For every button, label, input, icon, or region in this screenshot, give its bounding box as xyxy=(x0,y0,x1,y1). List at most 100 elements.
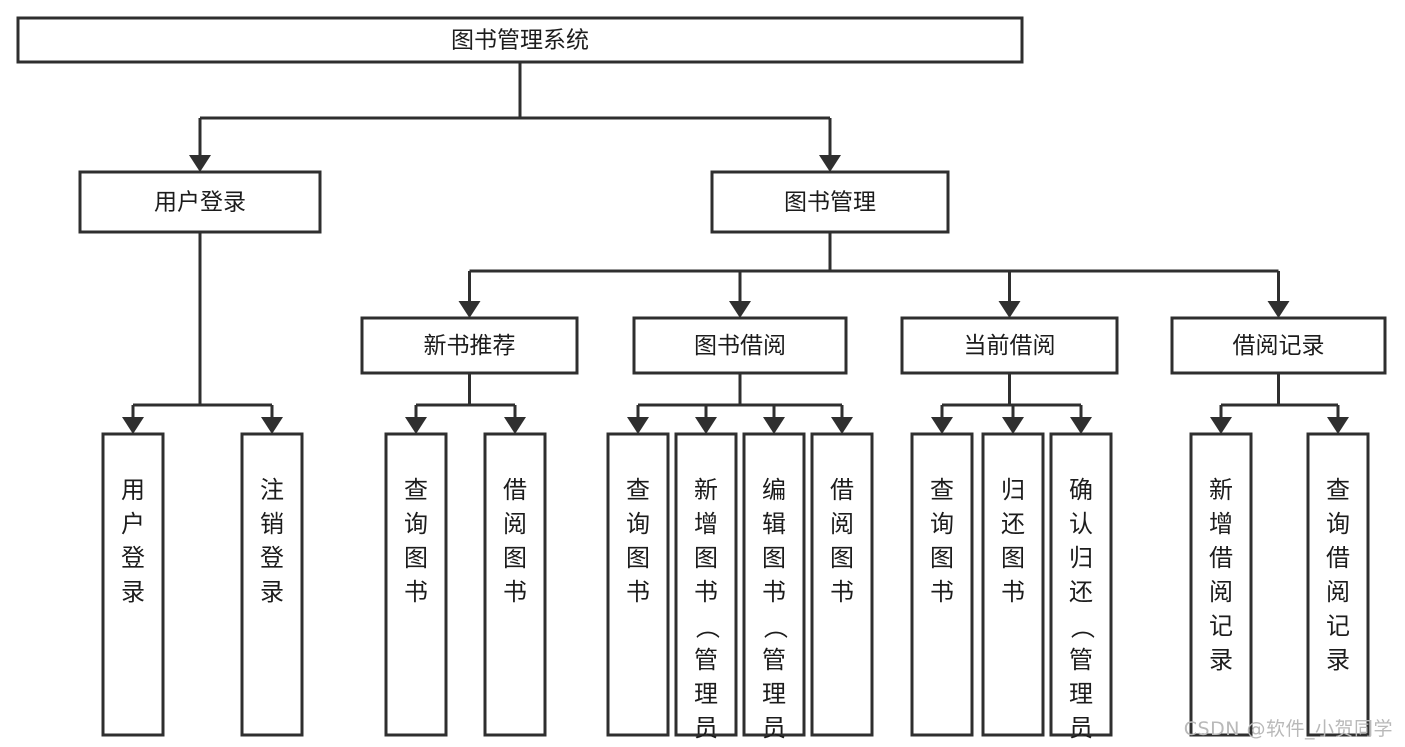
node-label: 记 xyxy=(1326,612,1350,640)
node-rect xyxy=(742,432,806,737)
node-rect xyxy=(1170,316,1387,375)
node-label: 书 xyxy=(503,578,527,606)
node-label: 图书管理 xyxy=(784,190,876,216)
node-label: 员 xyxy=(694,714,718,742)
node-layer: 图书管理系统用户登录图书管理新书推荐图书借阅当前借阅借阅记录用户登录注销登录查询… xyxy=(16,16,1387,747)
node-label: 图 xyxy=(762,544,786,572)
arrow-head-icon xyxy=(405,417,427,434)
arrow-head-icon xyxy=(1210,417,1232,434)
node-rect xyxy=(910,432,974,737)
arrow-head-icon xyxy=(763,417,785,434)
arrow-head-icon xyxy=(122,417,144,434)
node-rect xyxy=(483,432,547,737)
node-label: （ xyxy=(693,615,721,639)
node-rect xyxy=(1306,432,1370,737)
node-label: 图书借阅 xyxy=(694,333,786,359)
watermark-text: CSDN @软件_小贺同学 xyxy=(1183,718,1393,740)
node-label: 询 xyxy=(1326,510,1350,538)
node-rect xyxy=(16,16,1024,64)
node-label: 员 xyxy=(762,714,786,742)
node-label: 查 xyxy=(404,476,428,504)
node-label: 新书推荐 xyxy=(424,333,516,359)
node-current-borrow[interactable]: 当前借阅 xyxy=(900,316,1119,375)
node-rect xyxy=(1049,432,1113,737)
node-label: 图书管理系统 xyxy=(451,28,589,54)
node-borrow-record[interactable]: 借阅记录 xyxy=(1170,316,1387,375)
node-label: （ xyxy=(1068,615,1096,639)
node-label: 用 xyxy=(121,476,145,504)
arrow-head-icon xyxy=(998,301,1021,318)
node-root-图书管理系统[interactable]: 图书管理系统 xyxy=(16,16,1024,64)
node-leaf-user-login[interactable]: 用户登录 xyxy=(101,432,165,737)
arrow-head-icon xyxy=(831,417,853,434)
node-label: 户 xyxy=(121,510,145,538)
node-label: 查 xyxy=(626,476,650,504)
node-label: 员 xyxy=(1069,714,1093,742)
node-label: 编 xyxy=(762,476,786,504)
node-book-borrow[interactable]: 图书借阅 xyxy=(632,316,848,375)
node-label: 增 xyxy=(694,510,718,538)
node-label: 借 xyxy=(830,476,854,504)
arrow-head-icon xyxy=(695,417,717,434)
node-label: 录 xyxy=(260,578,284,606)
node-label: 管 xyxy=(694,646,718,674)
arrow-head-icon xyxy=(1070,417,1092,434)
node-new-book-recommend[interactable]: 新书推荐 xyxy=(360,316,579,375)
node-label: 新 xyxy=(694,476,718,504)
node-label: 查 xyxy=(930,476,954,504)
node-label: 图 xyxy=(1001,544,1025,572)
arrow-head-icon xyxy=(189,155,211,172)
node-label: 还 xyxy=(1001,510,1025,538)
node-label: 图 xyxy=(503,544,527,572)
arrow-head-icon xyxy=(1002,417,1024,434)
node-label: 当前借阅 xyxy=(964,333,1056,359)
node-label: 还 xyxy=(1069,578,1093,606)
node-label: 书 xyxy=(1001,578,1025,606)
arrow-head-icon xyxy=(261,417,283,434)
node-label: 辑 xyxy=(762,510,786,538)
node-label: 询 xyxy=(626,510,650,538)
node-label: 书 xyxy=(830,578,854,606)
node-label: 理 xyxy=(762,680,786,708)
arrow-head-icon xyxy=(1267,301,1290,318)
node-label: 询 xyxy=(930,510,954,538)
node-label: 录 xyxy=(1326,646,1350,674)
arrow-head-icon xyxy=(1327,417,1349,434)
node-label: 询 xyxy=(404,510,428,538)
node-label: 书 xyxy=(762,578,786,606)
node-rect xyxy=(900,316,1119,375)
node-rect xyxy=(78,170,322,234)
node-label: 管 xyxy=(1069,646,1093,674)
arrow-head-icon xyxy=(504,417,526,434)
node-label: 认 xyxy=(1069,510,1093,538)
node-book-manage[interactable]: 图书管理 xyxy=(710,170,950,234)
arrow-head-icon xyxy=(729,301,751,318)
node-label: 阅 xyxy=(830,510,854,538)
node-user-login[interactable]: 用户登录 xyxy=(78,170,322,234)
node-label: 书 xyxy=(404,578,428,606)
node-label: 归 xyxy=(1001,476,1025,504)
node-label: 图 xyxy=(694,544,718,572)
node-rect xyxy=(981,432,1045,737)
arrow-head-icon xyxy=(931,417,953,434)
connector-layer xyxy=(122,62,1349,434)
node-label: 图 xyxy=(830,544,854,572)
node-rect xyxy=(384,432,448,737)
node-label: 增 xyxy=(1209,510,1233,538)
node-rect xyxy=(710,170,950,234)
node-rect xyxy=(810,432,874,737)
